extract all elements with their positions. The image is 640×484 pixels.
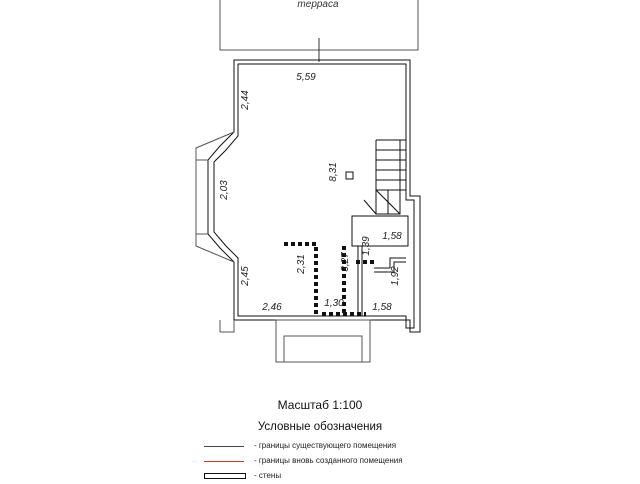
dim-left-lower: 2,45 [240,266,251,287]
legend-line-new [204,461,244,462]
corner-outline [220,320,235,333]
dim-partition-left: 2,31 [296,254,307,274]
dim-small-room-width: 1,58 [382,231,402,242]
porch-step [283,335,363,363]
terrace-label: терраса [297,0,339,10]
porch-outline [275,319,371,363]
dimension-labels: 5,59 2,44 2,03 2,45 8,31 2,31 3,27 1,39 … [219,72,402,313]
dim-small-room-height: 1,39 [361,236,372,256]
terrace: терраса [219,0,419,62]
dim-bottom-mid: 1,30 [324,298,344,309]
entrance-porch [275,319,371,363]
partition-left [284,242,318,314]
dim-top-width: 5,59 [296,72,316,83]
dim-total-length: 8,31 [328,162,339,181]
new-partitions [284,242,374,316]
legend-text-walls: - стены [254,471,282,480]
stair-arrow [363,199,377,215]
bath-wall-top [374,261,406,273]
scale-label: Масштаб 1:100 [277,398,363,412]
legend-title: Условные обозначения [257,421,383,433]
dim-bottom-right: 1,58 [372,302,392,313]
dim-left-upper: 2,44 [240,90,251,111]
interior-walls [351,215,409,316]
bath-wall-top [374,257,406,269]
dim-bath-height: 1,92 [390,266,401,286]
column [345,171,354,180]
legend-line-walls [204,473,246,479]
legend-text-existing: - границы существующего помещения [254,441,397,450]
legend-line-existing [204,446,244,447]
small-room-outline [351,215,409,247]
staircase [363,139,406,215]
legend-text-new: - границы вновь созданного помещения [254,456,403,465]
bay-window-outline [195,131,235,263]
dim-partition-mid: 3,27 [340,252,351,272]
dim-left-bay: 2,03 [219,180,230,201]
dim-bottom-left: 2,46 [261,302,282,313]
exterior-wall-inner [213,63,415,329]
